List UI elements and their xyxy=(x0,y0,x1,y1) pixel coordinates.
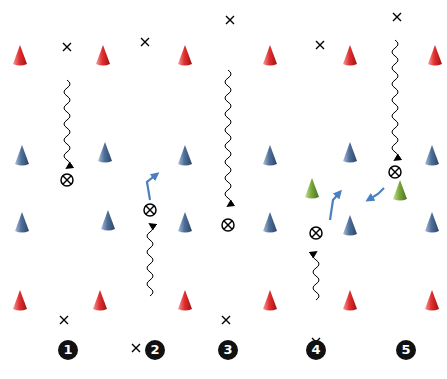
callout-number: 4 xyxy=(306,340,326,360)
wavy-arrow xyxy=(147,224,153,296)
bent-arrow xyxy=(330,192,340,220)
cone xyxy=(305,178,319,199)
cross-marker xyxy=(63,43,71,51)
cone xyxy=(93,290,107,311)
otimes-symbol xyxy=(222,219,234,231)
cone xyxy=(263,290,277,311)
cone xyxy=(263,145,277,166)
wavy-arrow xyxy=(313,252,319,300)
otimes-symbol xyxy=(61,174,73,186)
otimes-cross xyxy=(63,176,71,184)
callout-number: 5 xyxy=(396,340,416,360)
cone xyxy=(393,180,407,201)
cone xyxy=(15,212,29,233)
cross-marker xyxy=(60,316,68,324)
cone xyxy=(343,215,357,236)
cross-marker xyxy=(316,41,324,49)
callout-number: 2 xyxy=(145,340,165,360)
otimes-cross xyxy=(146,206,154,214)
otimes-cross xyxy=(312,229,320,237)
cone xyxy=(178,212,192,233)
otimes-symbol xyxy=(389,166,401,178)
cone xyxy=(178,45,192,66)
bent-arrow xyxy=(147,174,157,200)
cross-marker xyxy=(226,16,234,24)
wavy-arrow xyxy=(64,80,70,168)
bent-arrow xyxy=(368,188,384,200)
cone xyxy=(263,45,277,66)
cone xyxy=(101,210,115,231)
callout-number: 3 xyxy=(218,340,238,360)
cone xyxy=(343,142,357,163)
cone xyxy=(15,145,29,166)
cone xyxy=(13,45,27,66)
cone xyxy=(178,290,192,311)
cross-marker xyxy=(132,344,140,352)
wavy-arrow xyxy=(392,40,398,160)
cross-marker xyxy=(222,316,230,324)
otimes-cross xyxy=(224,221,232,229)
wavy-arrow xyxy=(225,70,231,206)
cone xyxy=(263,212,277,233)
cone xyxy=(425,145,439,166)
cone xyxy=(343,45,357,66)
cone xyxy=(96,45,110,66)
cone xyxy=(428,45,442,66)
cross-marker xyxy=(141,38,149,46)
cone xyxy=(13,290,27,311)
otimes-cross xyxy=(391,168,399,176)
cone xyxy=(178,145,192,166)
cone xyxy=(425,290,439,311)
otimes-symbol xyxy=(144,204,156,216)
cone xyxy=(425,212,439,233)
cross-marker xyxy=(393,13,401,21)
otimes-symbol xyxy=(310,227,322,239)
callout-number: 1 xyxy=(58,340,78,360)
cone xyxy=(343,290,357,311)
cone xyxy=(98,142,112,163)
